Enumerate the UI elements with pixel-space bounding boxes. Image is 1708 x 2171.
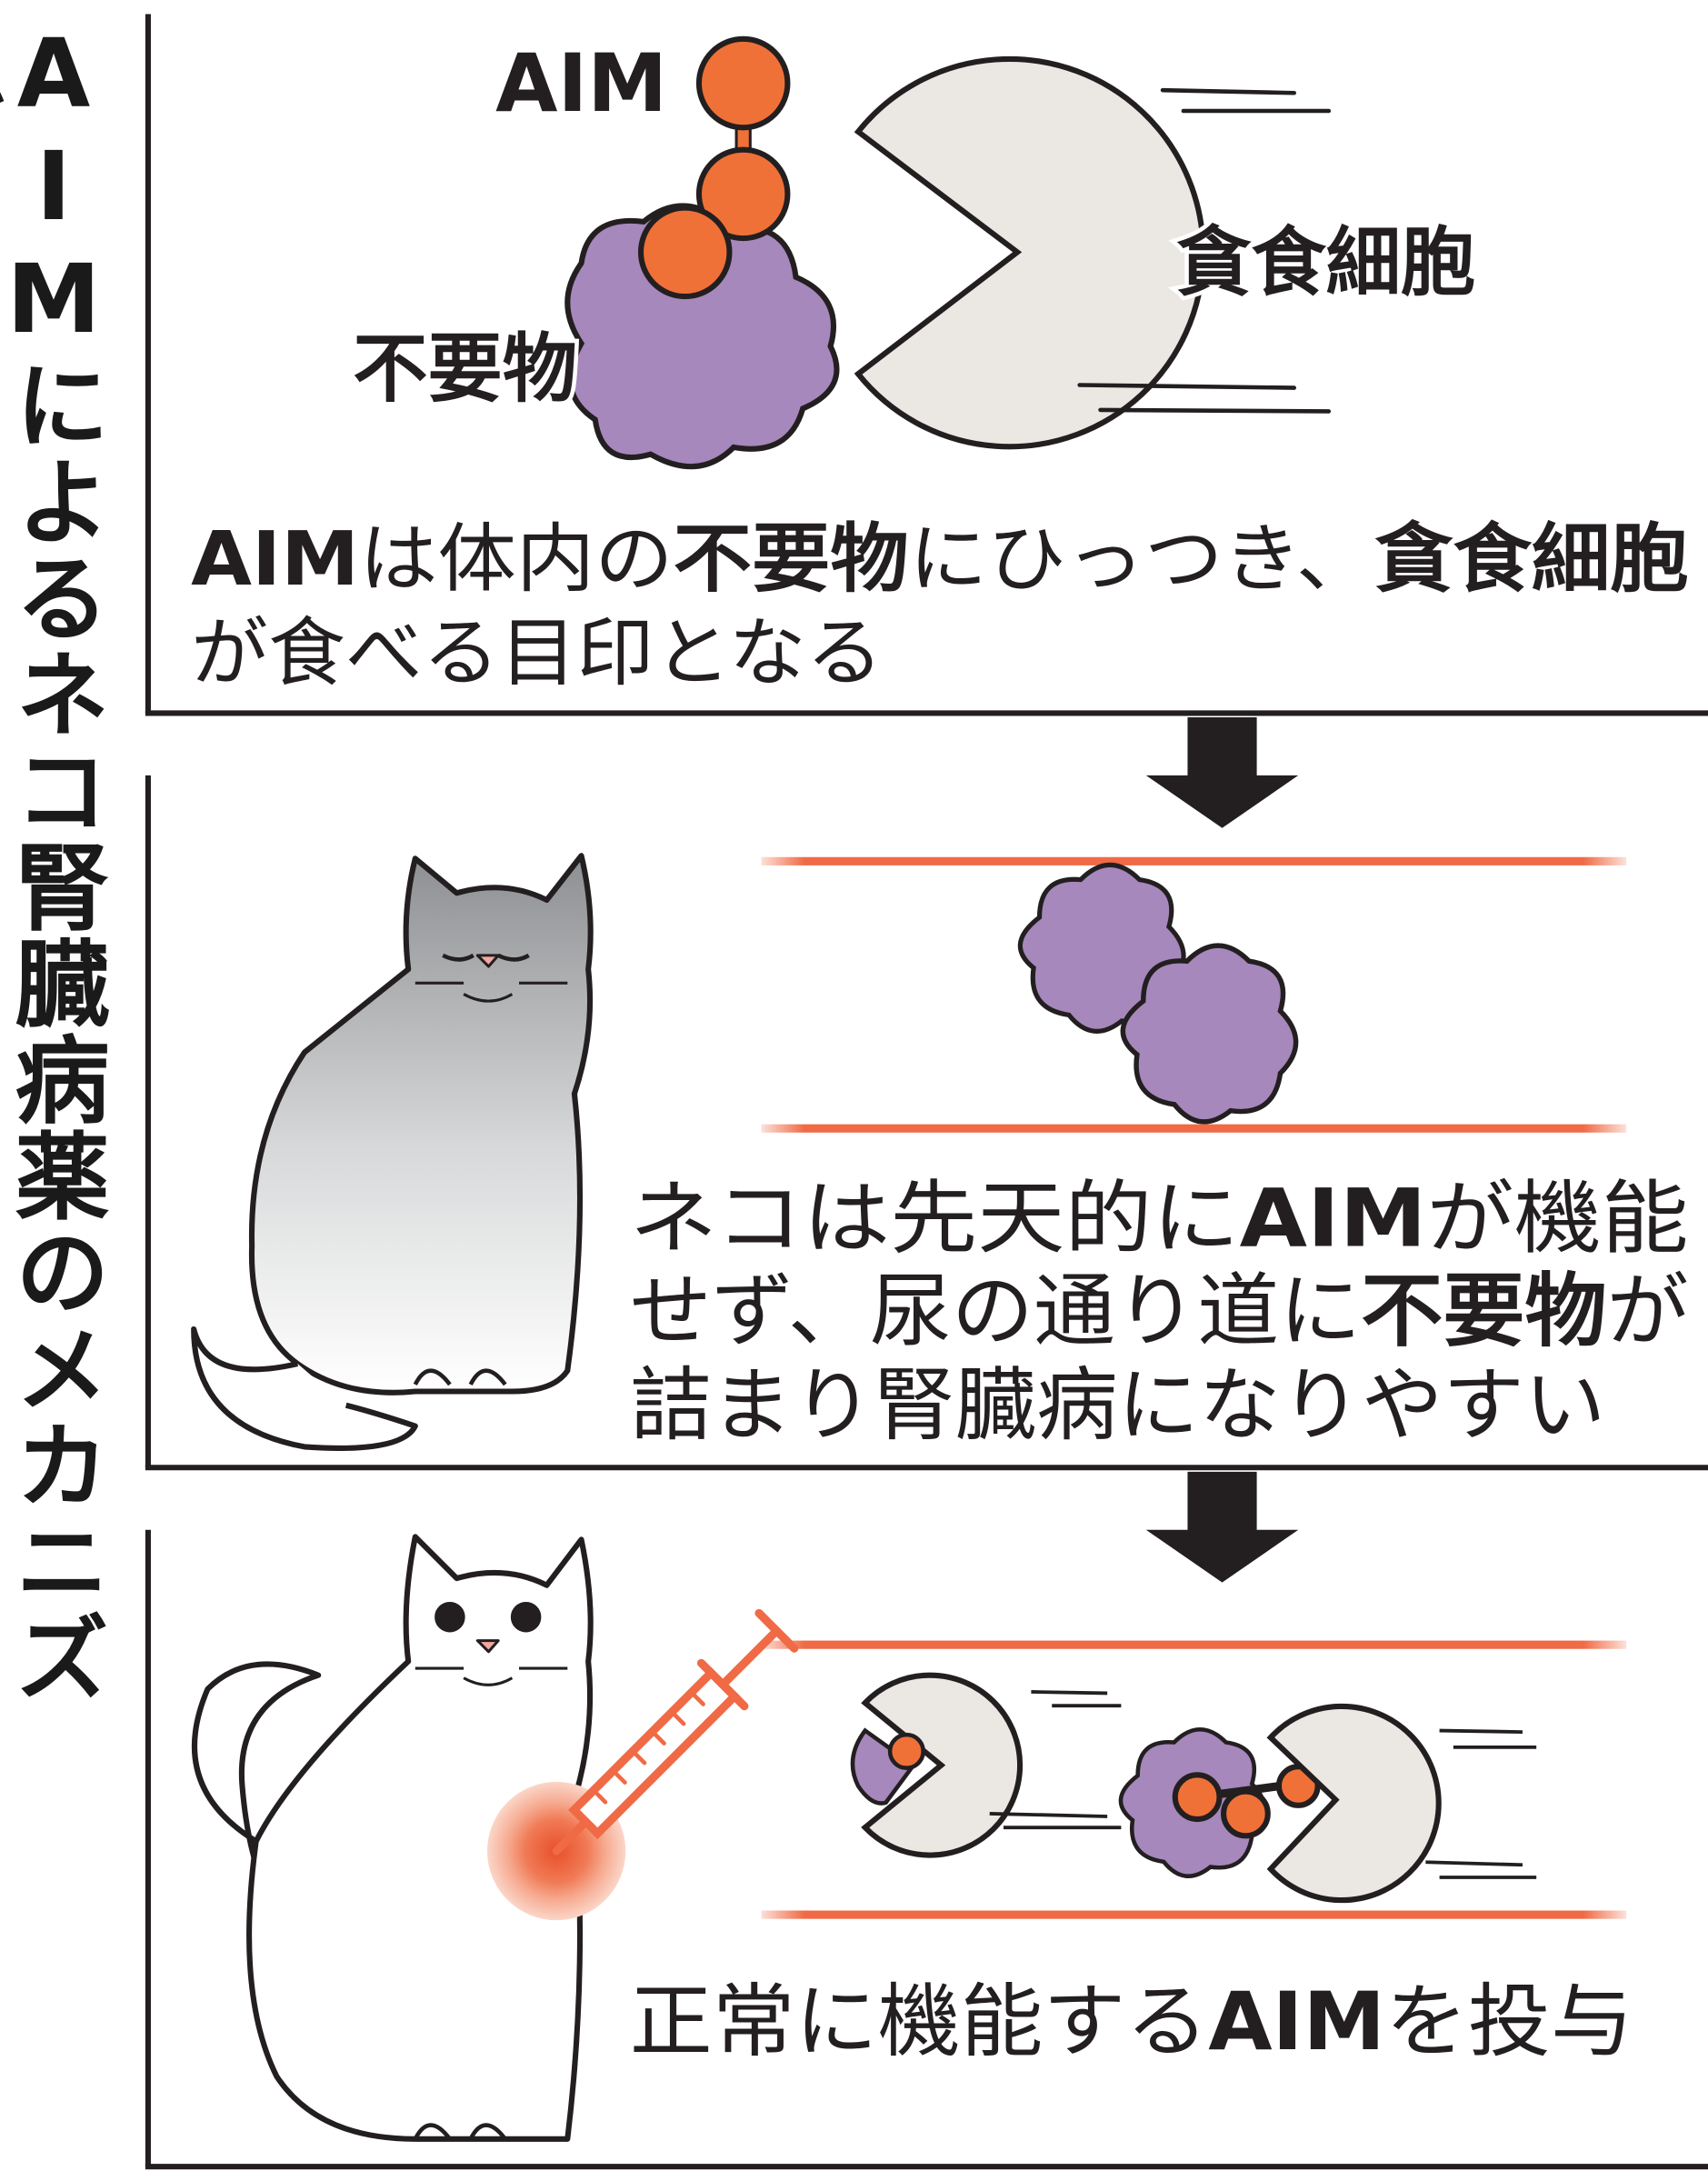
caption-segment: 不要物 [674, 516, 909, 603]
healthy-cat-illustration [191, 1534, 594, 2142]
waste-label: 不要物 [353, 326, 577, 413]
caption-segment: 不要物 [1361, 1265, 1606, 1358]
speed-lines [1077, 87, 1332, 414]
caption-segment: AIM [191, 516, 359, 603]
caption-segment: を投与 [1385, 1975, 1633, 2068]
down-arrow-icon [1145, 1471, 1299, 1583]
phagocyte-eating-waste [850, 1672, 1122, 1858]
urinary-tract-walls [761, 856, 1627, 1133]
caption-segment: ネコは先天的に [630, 1172, 1240, 1266]
caption-segment: せず、尿の通り道に [630, 1265, 1361, 1358]
panel2-caption-line2: せず、尿の通り道に不要物が [630, 1265, 1689, 1358]
aim-molecule [637, 35, 791, 300]
caption-segment: 正常に機能する [630, 1975, 1208, 2068]
urinary-tract-walls [761, 1640, 1627, 1919]
phagocyte-approaching [1266, 1703, 1537, 1904]
syringe-icon [552, 1608, 799, 1856]
caption-segment: は体内の [359, 516, 674, 603]
caption-segment: が [1607, 1265, 1689, 1358]
phagocyte-illustration [854, 55, 1332, 450]
caption-segment: 貪食細胞 [1374, 516, 1689, 603]
panel1-caption-line2: が食べる目印となる [191, 610, 883, 696]
clogged-waste [1020, 865, 1295, 1121]
caption-segment: AIM [1208, 1975, 1385, 2068]
page-title: AIMによるネコ腎臓病薬のメカニズム [0, 18, 109, 1706]
caption-segment: にひっつき、 [909, 516, 1374, 603]
caption-segment: AIM [1240, 1172, 1427, 1266]
down-arrow-icon [1145, 716, 1299, 828]
phagocyte-label: 貪食細胞 [1176, 220, 1475, 306]
caption-segment: が機能 [1426, 1172, 1688, 1266]
aim-label: AIM [495, 36, 667, 130]
panel-frames [145, 14, 1708, 2170]
panel2-caption-line3: 詰まり腎臓病になりやすい [630, 1358, 1605, 1452]
sick-cat-illustration [191, 853, 594, 1451]
